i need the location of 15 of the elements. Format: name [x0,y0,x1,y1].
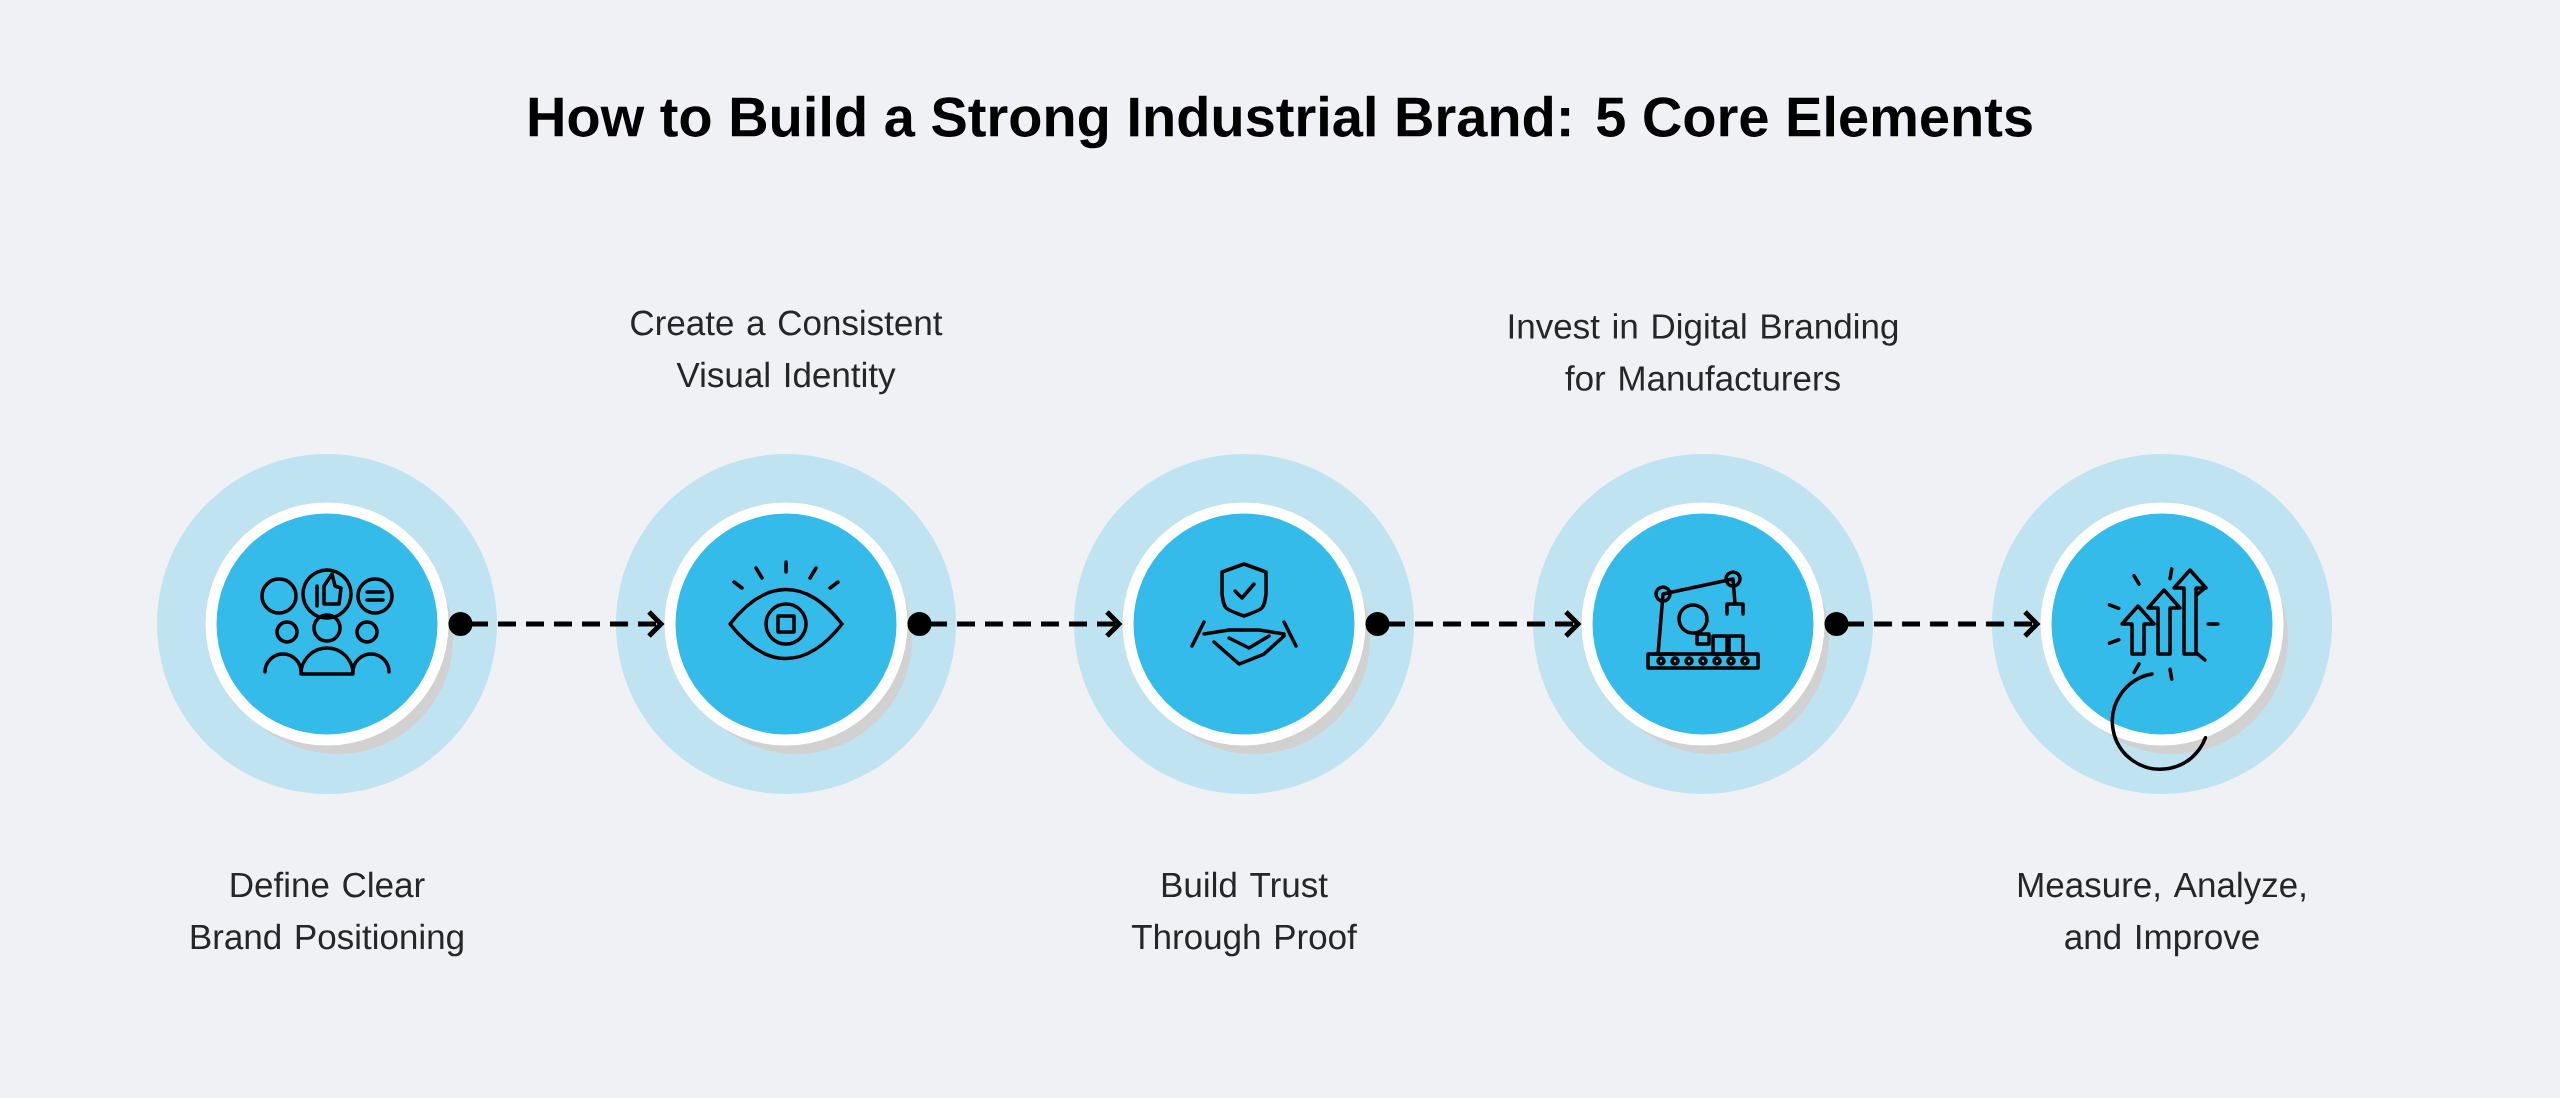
step-label: Define Clear Brand Positioning [191,871,463,957]
step-circle [1581,502,1825,746]
step-label: Create a Consistent Visual Identity [631,309,943,395]
arrow [1824,610,2041,638]
arrow [1365,610,1582,638]
step-label: Invest in Digital Branding for Manufacturers [1509,313,1898,391]
arrow [907,610,1123,638]
arrow [448,610,665,638]
step-label: Build Trust Through Proof [1131,871,1357,957]
step-circle [664,502,908,746]
title: How to Build a Strong Industrial Brand: 5 Core Elements [529,95,2032,149]
step-circle [1122,502,1366,746]
step-circle [2040,502,2284,746]
step-label: Measure, Analyze, and Improve [2019,871,2305,957]
step-circle [205,502,449,746]
